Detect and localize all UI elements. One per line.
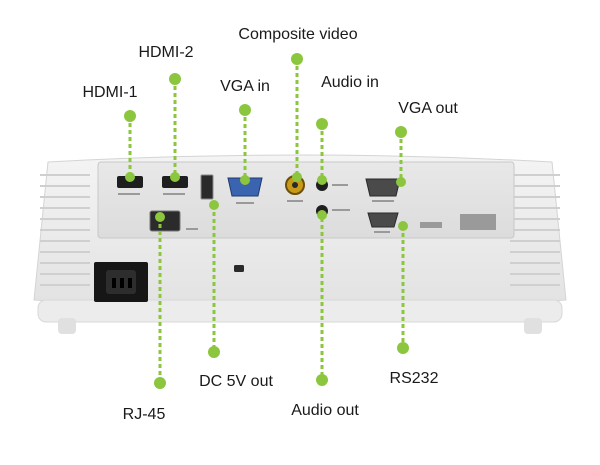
vga-in-port bbox=[227, 177, 263, 197]
vga-out-port bbox=[365, 178, 401, 197]
label-dc5v-out: DC 5V out bbox=[199, 373, 273, 390]
rj45-port bbox=[149, 210, 181, 232]
label-audio-out: Audio out bbox=[291, 402, 359, 419]
label-hdmi2: HDMI-2 bbox=[138, 44, 194, 61]
right-vent-grille bbox=[510, 174, 560, 286]
label-vga-in: VGA in bbox=[220, 78, 270, 95]
usb-port bbox=[200, 174, 214, 200]
left-vent-grille bbox=[40, 174, 90, 286]
callout-dots bbox=[124, 53, 409, 389]
label-rs232: RS232 bbox=[389, 370, 439, 387]
label-rj45: RJ-45 bbox=[122, 406, 166, 423]
power-socket bbox=[94, 262, 148, 302]
callout-leaders bbox=[128, 59, 405, 383]
label-vga-out: VGA out bbox=[398, 100, 458, 117]
label-composite-video: Composite video bbox=[238, 26, 358, 43]
label-hdmi1: HDMI-1 bbox=[82, 84, 138, 101]
label-audio-in: Audio in bbox=[321, 74, 379, 91]
rs232-port bbox=[367, 212, 399, 228]
panel-print bbox=[118, 184, 496, 233]
kensington-lock bbox=[234, 265, 244, 272]
